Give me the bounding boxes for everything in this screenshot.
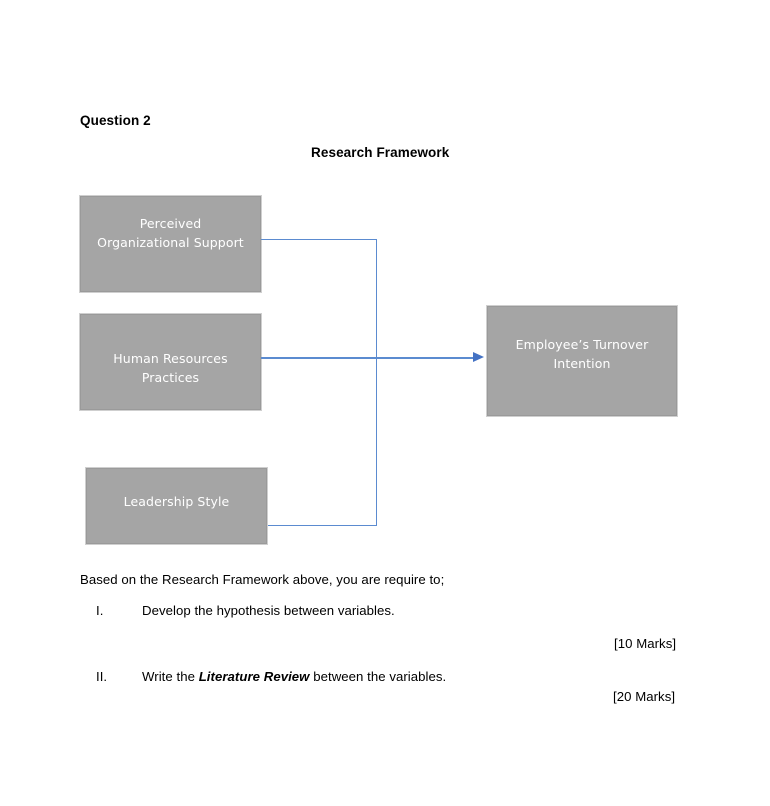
- connector-line-trunk: [375, 238, 378, 526]
- connector-line-top: [261, 238, 377, 241]
- page-title: Research Framework: [311, 145, 450, 160]
- diagram-node-label: Leadership Style: [123, 494, 230, 509]
- connector-line-middle: [261, 357, 477, 359]
- diagram-node-label: Human Resources Practices: [113, 351, 228, 386]
- diagram-node-label: Perceived Organizational Support: [97, 216, 244, 251]
- list-item-text-before: Write the: [142, 669, 199, 684]
- list-item-emphasis: Literature Review: [198, 669, 310, 684]
- question-title: Question 2: [80, 113, 151, 128]
- marks-badge: [10 Marks]: [614, 636, 677, 651]
- connector-line-bottom: [268, 524, 377, 527]
- list-item-numeral: I.: [96, 603, 104, 618]
- diagram-node-leadership-style: Leadership Style: [85, 467, 268, 545]
- marks-badge: [20 Marks]: [613, 689, 676, 704]
- list-item-label: Develop the hypothesis between variables…: [142, 603, 395, 618]
- list-item-label: Write the Literature Review between the …: [142, 669, 446, 684]
- diagram-node-perceived-organizational-support: Perceived Organizational Support: [79, 195, 262, 293]
- list-item: I. Develop the hypothesis between variab…: [96, 603, 395, 618]
- research-framework-diagram: Perceived Organizational Support Human R…: [79, 195, 678, 545]
- list-item-text-after: between the variables.: [309, 669, 447, 684]
- arrow-head-icon: [473, 351, 484, 362]
- diagram-node-human-resources-practices: Human Resources Practices: [79, 313, 262, 411]
- diagram-node-label: Employee’s Turnover Intention: [515, 337, 649, 372]
- list-item-numeral: II.: [96, 669, 108, 684]
- list-item: II. Write the Literature Review between …: [96, 669, 446, 684]
- diagram-node-employees-turnover-intention: Employee’s Turnover Intention: [486, 305, 678, 417]
- instruction-text: Based on the Research Framework above, y…: [80, 572, 445, 587]
